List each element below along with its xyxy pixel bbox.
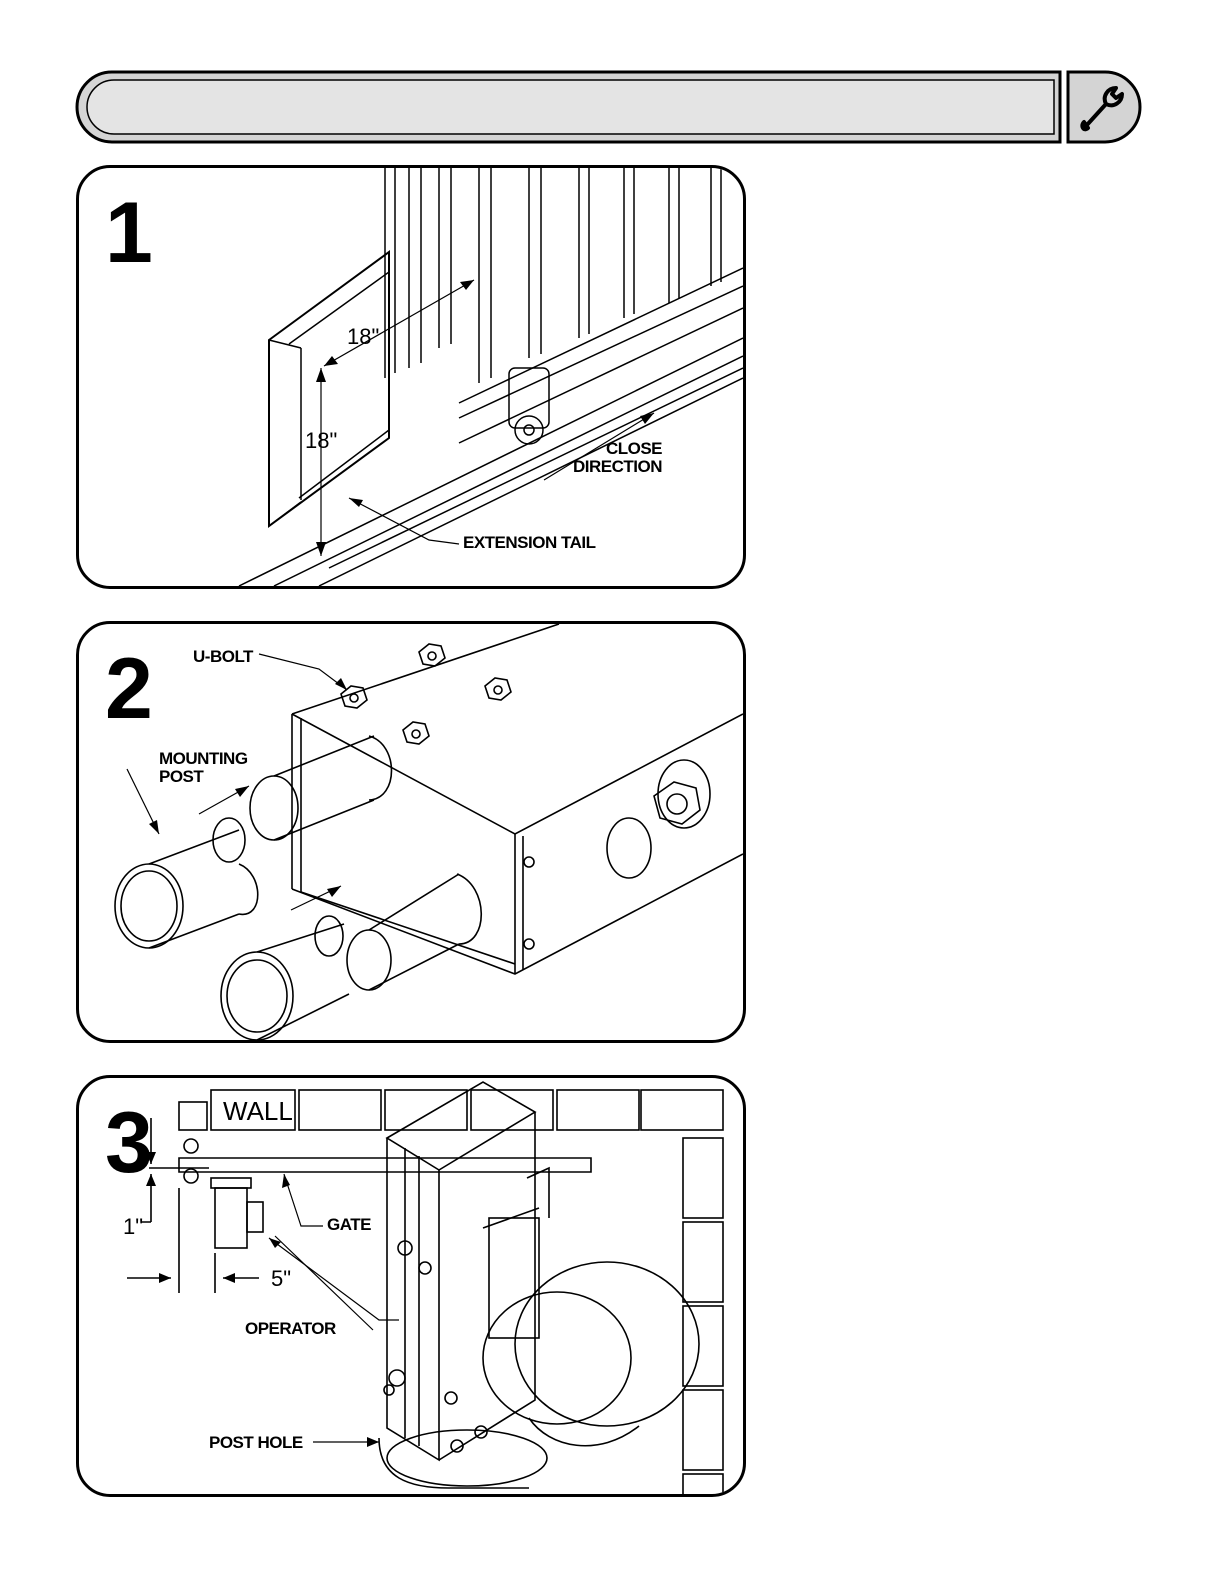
operator-placement-illustration [79, 1078, 743, 1494]
operator-label: OPERATOR [245, 1320, 336, 1338]
dimension-vertical-label: 18" [305, 430, 337, 452]
wrench-icon [1076, 82, 1128, 134]
dimension-1-label: 1" [123, 1216, 143, 1238]
dimension-horizontal-label: 18" [347, 326, 379, 348]
step-3-panel: 3 [76, 1075, 746, 1497]
u-bolt-label: U-BOLT [193, 648, 253, 666]
wall-label: WALL [223, 1098, 293, 1124]
dimension-5-label: 5" [271, 1268, 291, 1290]
gate-extension-illustration [79, 168, 743, 586]
extension-tail-label: EXTENSION TAIL [463, 534, 595, 552]
step-1-panel: 1 [76, 165, 746, 589]
close-direction-label: CLOSE DIRECTION [573, 440, 662, 476]
post-hole-label: POST HOLE [209, 1434, 303, 1452]
header-bar [0, 0, 1225, 150]
step-2-panel: 2 [76, 621, 746, 1043]
gate-label: GATE [327, 1216, 371, 1234]
mounting-post-label: MOUNTING POST [159, 750, 248, 786]
mounting-post-illustration [79, 624, 743, 1040]
header-banner [0, 0, 1225, 150]
